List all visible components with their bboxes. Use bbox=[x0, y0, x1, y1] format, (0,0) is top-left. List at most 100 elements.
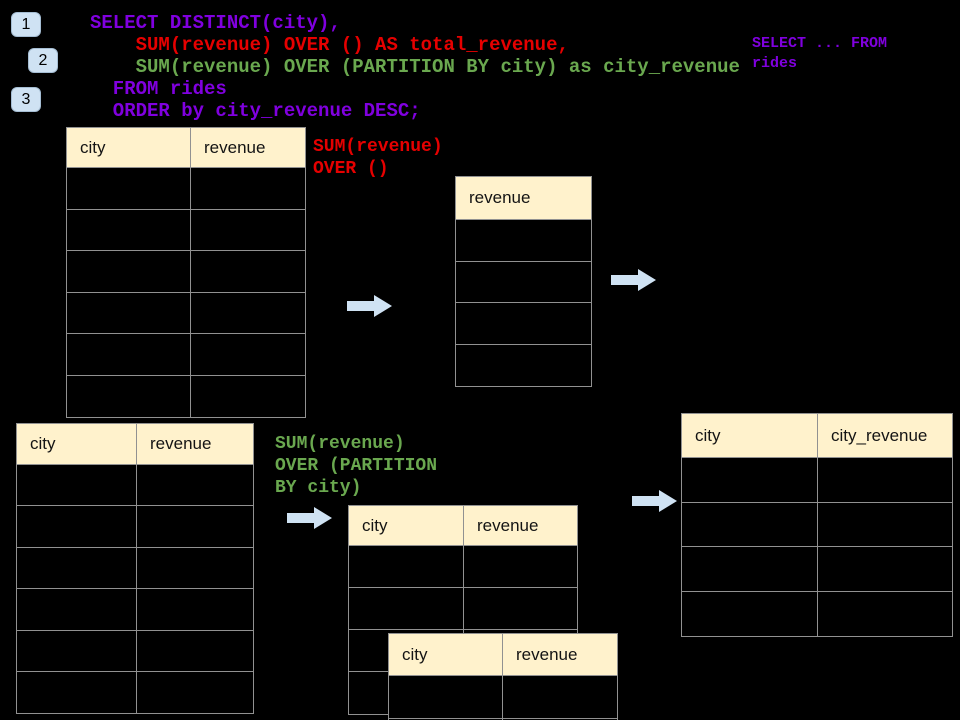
column-header: revenue bbox=[464, 506, 577, 546]
column-header: city bbox=[17, 424, 137, 465]
empty-cell bbox=[464, 546, 577, 588]
table-row bbox=[17, 547, 253, 590]
code-line: BY city) bbox=[275, 478, 362, 498]
table-row bbox=[456, 345, 591, 387]
table-row bbox=[682, 458, 952, 503]
table-row bbox=[349, 588, 577, 630]
column-header: revenue bbox=[456, 177, 591, 220]
sql-query-code: SELECT DISTINCT(city), SUM(revenue) OVER… bbox=[90, 12, 740, 122]
empty-cell bbox=[191, 210, 305, 251]
code-line: SELECT DISTINCT(city), bbox=[90, 12, 341, 34]
code-line: SUM(revenue) bbox=[313, 137, 443, 157]
table-row bbox=[17, 589, 253, 631]
right-arrow-icon bbox=[347, 295, 392, 317]
empty-cell bbox=[503, 676, 617, 719]
empty-cell bbox=[137, 506, 253, 548]
table-row bbox=[67, 334, 305, 376]
empty-cell bbox=[67, 334, 191, 376]
empty-cell bbox=[456, 220, 591, 262]
table-row bbox=[456, 220, 591, 262]
empty-cell bbox=[818, 547, 952, 592]
empty-cell bbox=[464, 588, 577, 630]
empty-cell bbox=[67, 375, 191, 417]
empty-cell bbox=[818, 592, 952, 637]
step-badge-3: 3 bbox=[11, 87, 41, 112]
empty-cell bbox=[349, 546, 464, 588]
column-header: revenue bbox=[137, 424, 253, 465]
table-row bbox=[682, 547, 952, 592]
table-row bbox=[17, 671, 253, 714]
code-line: FROM rides bbox=[90, 78, 227, 100]
empty-cell bbox=[682, 547, 818, 592]
table-row bbox=[67, 209, 305, 251]
empty-cell bbox=[67, 251, 191, 293]
table-row bbox=[67, 168, 305, 210]
empty-cell bbox=[191, 334, 305, 376]
table-row bbox=[17, 630, 253, 672]
empty-cell bbox=[17, 547, 137, 590]
empty-cell bbox=[137, 672, 253, 713]
empty-cell bbox=[17, 671, 137, 714]
empty-cell bbox=[137, 631, 253, 672]
step-badge-2: 2 bbox=[28, 48, 58, 73]
select-from-rides-note: SELECT ... FROM rides bbox=[752, 34, 887, 74]
right-arrow-icon bbox=[632, 490, 677, 512]
table-row bbox=[67, 292, 305, 334]
sum-over-total-label: SUM(revenue)OVER () bbox=[313, 136, 443, 180]
column-header: city bbox=[682, 414, 818, 458]
empty-cell bbox=[17, 630, 137, 672]
code-line: SELECT ... FROM bbox=[752, 35, 888, 52]
right-arrow-icon bbox=[287, 507, 332, 529]
code-line: rides bbox=[752, 55, 798, 72]
empty-cell bbox=[191, 376, 305, 418]
empty-cell bbox=[682, 458, 818, 503]
empty-cell bbox=[389, 676, 503, 719]
table-row bbox=[456, 303, 591, 345]
column-header: city bbox=[389, 634, 503, 676]
empty-cell bbox=[17, 506, 137, 548]
table-row bbox=[682, 502, 952, 547]
code-line: OVER () bbox=[313, 159, 389, 179]
empty-cell bbox=[349, 588, 464, 630]
code-line: SUM(revenue) OVER (PARTITION BY city) as… bbox=[90, 56, 740, 78]
table-row bbox=[456, 262, 591, 303]
total-revenue-table: revenue bbox=[455, 176, 592, 387]
table-row bbox=[17, 465, 253, 507]
empty-cell bbox=[67, 209, 191, 251]
table-row bbox=[682, 591, 952, 637]
empty-cell bbox=[191, 251, 305, 293]
code-line: SUM(revenue) OVER () AS total_revenue, bbox=[90, 34, 569, 56]
step-badge-1: 1 bbox=[11, 12, 41, 37]
table-row bbox=[17, 506, 253, 548]
empty-cell bbox=[456, 303, 591, 345]
empty-cell bbox=[818, 503, 952, 547]
column-header: revenue bbox=[191, 128, 305, 168]
empty-cell bbox=[456, 345, 591, 387]
empty-cell bbox=[137, 465, 253, 507]
code-line: OVER (PARTITION bbox=[275, 456, 438, 476]
empty-cell bbox=[17, 589, 137, 631]
column-header: revenue bbox=[503, 634, 617, 676]
empty-cell bbox=[137, 589, 253, 631]
header-row: revenue bbox=[456, 177, 591, 220]
empty-cell bbox=[67, 292, 191, 334]
column-header: city bbox=[349, 506, 464, 546]
table-row bbox=[389, 676, 617, 719]
empty-cell bbox=[137, 548, 253, 590]
code-line: ORDER by city_revenue DESC; bbox=[90, 100, 421, 122]
empty-cell bbox=[682, 502, 818, 547]
empty-cell bbox=[682, 591, 818, 636]
code-line: SUM(revenue) bbox=[275, 434, 405, 454]
empty-cell bbox=[456, 262, 591, 303]
